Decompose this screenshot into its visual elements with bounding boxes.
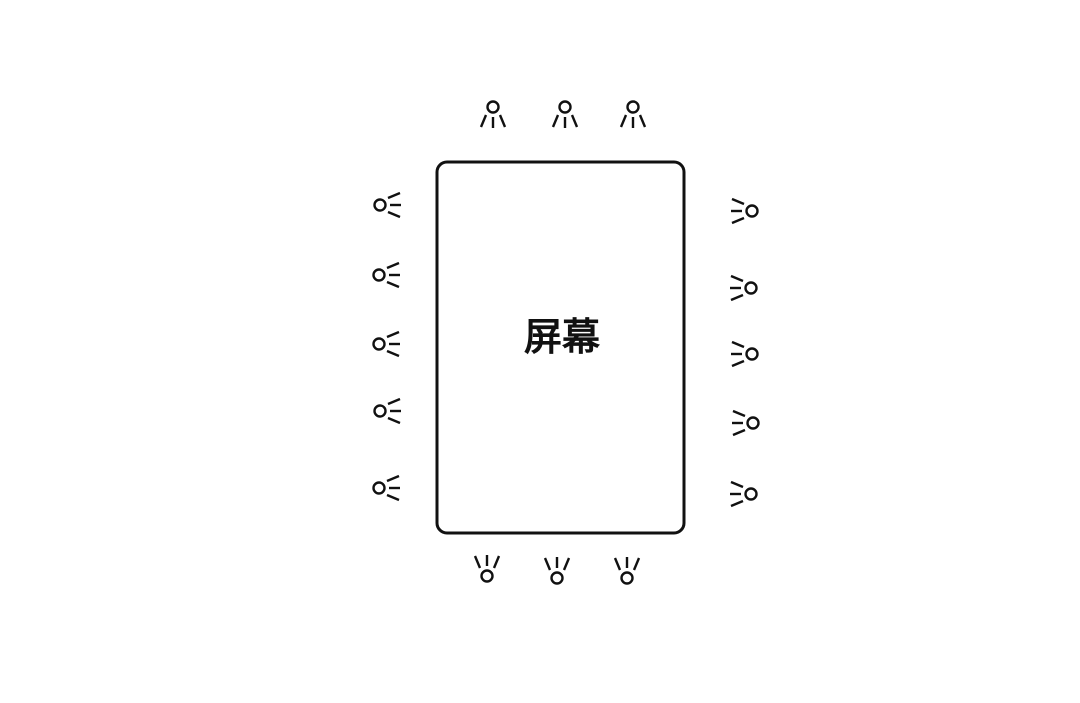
light-ray — [562, 557, 571, 571]
light-emitter-icon — [479, 100, 507, 128]
light-emitter-icon — [731, 340, 759, 368]
light-ray — [498, 114, 507, 128]
light-ray — [386, 330, 400, 339]
lamp-head — [480, 569, 494, 583]
light-emitter-icon — [543, 557, 571, 585]
light-ray — [613, 557, 622, 571]
light-ray — [732, 409, 746, 418]
light-ray — [386, 493, 400, 502]
lamp-head — [744, 281, 758, 295]
light-ray — [479, 114, 488, 128]
light-ray — [387, 397, 401, 406]
light-ray — [386, 474, 400, 483]
light-ray — [551, 114, 560, 128]
light-ray — [492, 555, 501, 569]
light-emitter-icon — [372, 474, 400, 502]
lamp-head — [486, 100, 500, 114]
light-emitter-icon — [731, 197, 759, 225]
light-ray — [730, 274, 744, 283]
lamp-head — [372, 337, 386, 351]
lights — [372, 100, 760, 585]
light-emitter-icon — [730, 480, 758, 508]
lamp-head — [372, 481, 386, 495]
light-ray — [731, 359, 745, 368]
screen-rectangle — [435, 160, 686, 535]
light-ray — [543, 557, 552, 571]
lamp-head — [744, 487, 758, 501]
lamp-head — [745, 347, 759, 361]
lamp-head — [745, 204, 759, 218]
light-ray — [731, 197, 745, 206]
light-emitter-icon — [372, 261, 400, 289]
light-emitter-icon — [373, 191, 401, 219]
light-ray — [632, 557, 641, 571]
light-ray — [732, 428, 746, 437]
light-ray — [473, 555, 482, 569]
light-emitter-icon — [619, 100, 647, 128]
light-emitter-icon — [732, 409, 760, 437]
lamp-head — [550, 571, 564, 585]
light-ray — [731, 216, 745, 225]
light-ray — [387, 191, 401, 200]
lamp-head — [746, 416, 760, 430]
light-ray — [730, 499, 744, 508]
lamp-head — [620, 571, 634, 585]
light-emitter-icon — [613, 557, 641, 585]
lamp-head — [373, 198, 387, 212]
light-ray — [619, 114, 628, 128]
light-ray — [387, 416, 401, 425]
light-emitter-icon — [372, 330, 400, 358]
lamp-head — [373, 404, 387, 418]
light-ray — [570, 114, 579, 128]
light-ray — [386, 280, 400, 289]
screen: 屏幕 — [435, 160, 686, 535]
light-ray — [638, 114, 647, 128]
light-emitter-icon — [473, 555, 501, 583]
lamp-head — [626, 100, 640, 114]
light-ray — [386, 349, 400, 358]
light-ray — [386, 261, 400, 270]
light-emitter-icon — [730, 274, 758, 302]
light-ray — [731, 340, 745, 349]
lamp-head — [372, 268, 386, 282]
light-ray — [387, 210, 401, 219]
light-emitter-icon — [373, 397, 401, 425]
lamp-head — [558, 100, 572, 114]
light-emitter-icon — [551, 100, 579, 128]
light-ray — [730, 293, 744, 302]
light-ray — [730, 480, 744, 489]
screen-label: 屏幕 — [524, 315, 601, 359]
